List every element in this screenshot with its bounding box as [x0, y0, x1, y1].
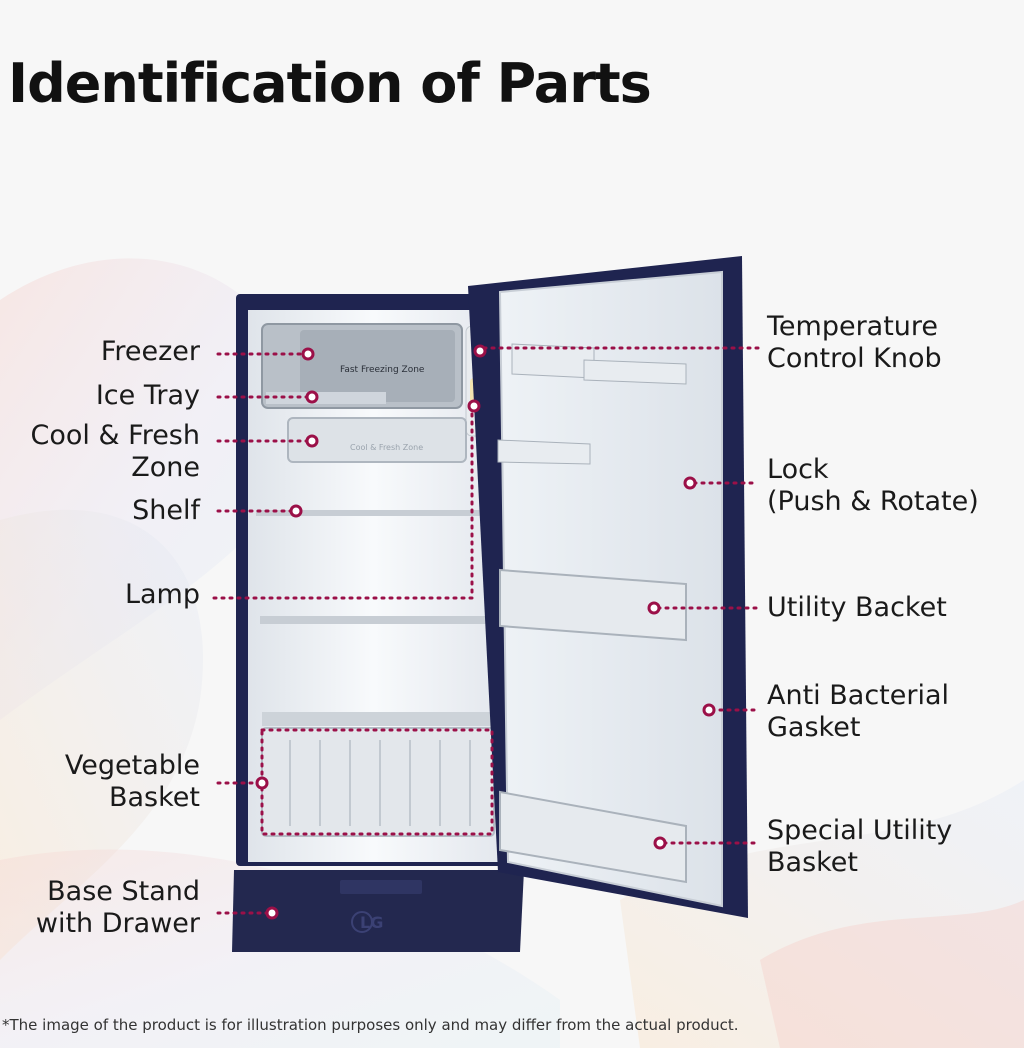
brand-logo-circle — [351, 911, 373, 933]
callout-line-lamp — [212, 408, 474, 600]
ice-tray — [266, 392, 386, 404]
label-cool-fresh-zone: Cool & Fresh Zone — [30, 420, 200, 483]
label-special-utility-basket: Special Utility Basket — [767, 815, 953, 878]
vegetable-basket-ribs — [289, 740, 471, 826]
base-stand — [232, 870, 524, 952]
crisper-plate-text: Cool & Fresh Zone — [350, 443, 423, 452]
marker-special — [653, 836, 667, 850]
freezer-plate-text: Fast Freezing Zone — [340, 365, 425, 375]
callout-box-vegetable — [260, 728, 494, 836]
marker-base — [265, 906, 279, 920]
marker-shelf — [289, 504, 303, 518]
shelf-glass-2 — [260, 616, 496, 624]
label-freezer: Freezer — [100, 336, 200, 367]
door-bin-utility — [499, 568, 687, 642]
cool-fresh-tray — [287, 417, 467, 463]
label-lock: Lock (Push & Rotate) — [767, 454, 979, 517]
label-lamp: Lamp — [124, 579, 200, 610]
marker-gasket — [702, 703, 716, 717]
marker-lock — [683, 476, 697, 490]
label-utility-basket: Utility Backet — [767, 592, 947, 623]
marker-vegetable — [255, 776, 269, 790]
marker-cool-fresh — [305, 434, 319, 448]
door-bin-egg — [497, 439, 591, 465]
marker-utility — [647, 601, 661, 615]
label-temperature-knob: Temperature Control Knob — [767, 311, 942, 374]
label-ice-tray: Ice Tray — [95, 380, 200, 411]
door-bin-special — [499, 790, 687, 884]
door-bin-top-2 — [583, 359, 687, 385]
marker-lamp — [467, 399, 481, 413]
label-base-stand: Base Stand with Drawer — [35, 876, 200, 939]
marker-temp — [473, 344, 487, 358]
page-title: Identification of Parts — [8, 52, 652, 115]
base-drawer-handle — [340, 880, 422, 894]
shelf-glass-3 — [262, 712, 496, 726]
label-shelf: Shelf — [132, 495, 200, 526]
marker-freezer — [301, 347, 315, 361]
disclaimer-text: *The image of the product is for illustr… — [2, 1016, 739, 1034]
shelf-glass-1 — [256, 510, 496, 516]
freezer-door-panel — [300, 330, 455, 402]
label-vegetable-basket: Vegetable Basket — [64, 750, 200, 813]
marker-ice-tray — [305, 390, 319, 404]
label-anti-bacterial-gasket: Anti Bacterial Gasket — [767, 680, 950, 743]
